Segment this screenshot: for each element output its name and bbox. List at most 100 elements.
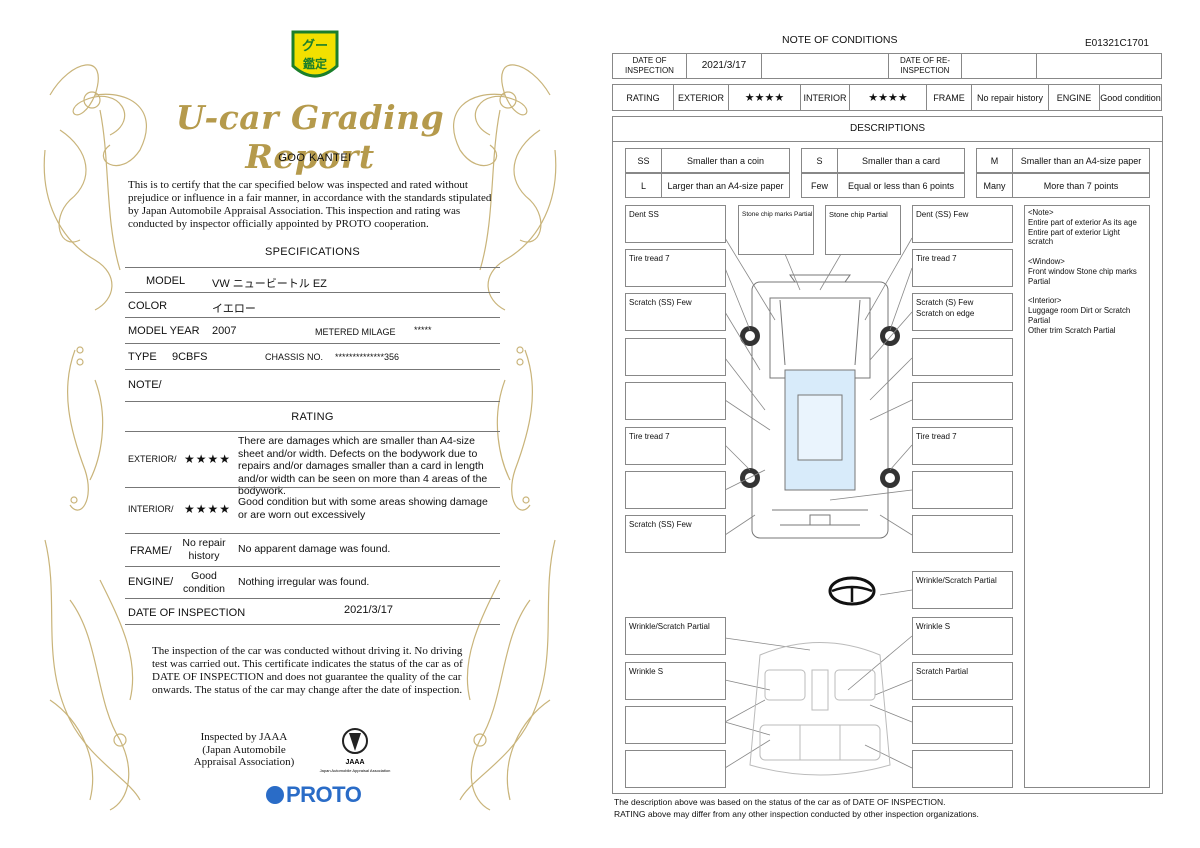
- condition-box: Stone chip Partial: [825, 205, 901, 255]
- type-label: TYPE: [128, 351, 157, 363]
- divider: [125, 487, 500, 488]
- car-top-view-diagram: [740, 274, 900, 539]
- footer-note-line-2: RATING above may differ from any other i…: [614, 809, 979, 819]
- frame-value: No repair history: [971, 84, 1049, 111]
- interior-stars: ★★★★: [849, 84, 927, 111]
- chassis-label: CHASSIS NO.: [265, 352, 324, 362]
- exterior-label: EXTERIOR: [673, 84, 729, 111]
- disclaimer-text: The inspection of the car was conducted …: [152, 645, 463, 696]
- condition-box: [625, 706, 726, 744]
- note-label: NOTE/: [128, 379, 162, 391]
- svg-text:Japan Automobile Appraisal Ass: Japan Automobile Appraisal Association: [320, 768, 391, 773]
- rating-heading: RATING: [291, 411, 334, 423]
- engine-description: Nothing irregular was found.: [238, 576, 370, 588]
- inspected-by-text: Inspected by JAAA (Japan Automobile Appr…: [193, 731, 295, 768]
- condition-box: Scratch (SS) Few: [625, 293, 726, 331]
- rating-label: RATING: [612, 84, 674, 111]
- interior-label: INTERIOR: [800, 84, 850, 111]
- svg-text:グー: グー: [302, 38, 328, 54]
- legend-code: L: [625, 173, 662, 198]
- svg-text:JAAA: JAAA: [345, 759, 364, 766]
- model-year-label: MODEL YEAR: [128, 325, 200, 337]
- legend-text: Smaller than a coin: [661, 148, 790, 173]
- exterior-stars: ★★★★: [184, 452, 232, 466]
- empty-cell: [761, 53, 889, 79]
- svg-text:鑑定: 鑑定: [303, 56, 327, 71]
- legend-text: Equal or less than 6 points: [837, 173, 965, 198]
- legend-text: Larger than an A4-size paper: [661, 173, 790, 198]
- divider: [125, 401, 500, 402]
- model-year-value: 2007: [212, 325, 237, 337]
- specifications-heading: SPECIFICATIONS: [264, 246, 361, 258]
- condition-box: [625, 750, 726, 788]
- condition-box: Tire tread 7: [625, 249, 726, 287]
- gold-ornament-frame: [43, 64, 557, 811]
- footer-note-line-1: The description above was based on the s…: [614, 797, 946, 807]
- report-title: U-car Grading Report: [175, 98, 445, 176]
- engine-value: Good condition: [182, 570, 226, 595]
- frame-label: FRAME: [926, 84, 972, 111]
- legend-code: Few: [801, 173, 838, 198]
- condition-box: [625, 382, 726, 420]
- descriptions-heading: DESCRIPTIONS: [612, 116, 1163, 142]
- exterior-stars: ★★★★: [728, 84, 801, 111]
- grading-certificate: グー 鑑定 U-car Grading Report GOO KANTEI Th…: [43, 28, 557, 811]
- divider: [125, 566, 500, 567]
- steering-wheel-icon: [828, 576, 876, 606]
- condition-box: Wrinkle/Scratch Partial: [912, 571, 1013, 609]
- condition-box: [625, 471, 726, 509]
- condition-box: Dent SS: [625, 205, 726, 243]
- condition-box: Scratch Partial: [912, 662, 1013, 700]
- frame-description: No apparent damage was found.: [238, 543, 391, 555]
- legend-text: More than 7 points: [1012, 173, 1150, 198]
- chassis-value: **************356: [335, 352, 400, 362]
- condition-box: [912, 515, 1013, 553]
- legend-code: S: [801, 148, 838, 173]
- divider: [125, 343, 500, 344]
- car-interior-diagram: [749, 642, 891, 776]
- notes-box: <Note> Entire part of exterior As its ag…: [1024, 205, 1150, 788]
- condition-box: Scratch (S) Few Scratch on edge: [912, 293, 1013, 331]
- empty-cell: [1036, 53, 1162, 79]
- condition-box: Wrinkle S: [912, 617, 1013, 655]
- condition-box: [912, 382, 1013, 420]
- condition-box: Tire tread 7: [912, 427, 1013, 465]
- goo-kantei-badge-logo: グー 鑑定: [289, 28, 341, 88]
- condition-box: Dent (SS) Few: [912, 205, 1013, 243]
- condition-box: [625, 338, 726, 376]
- date-of-reinspection-value: [961, 53, 1037, 79]
- frame-value: No repair history: [182, 537, 226, 562]
- type-value: 9CBFS: [172, 351, 208, 363]
- legend-code: Many: [976, 173, 1013, 198]
- date-of-inspection-value: 2021/3/17: [686, 53, 762, 79]
- divider: [125, 369, 500, 370]
- document-id: E01321C1701: [1085, 38, 1149, 49]
- date-of-inspection-label: DATE OF INSPECTION: [612, 53, 687, 79]
- model-value: VW ニュービートル EZ: [212, 278, 327, 290]
- condition-box: [912, 338, 1013, 376]
- condition-box: Wrinkle/Scratch Partial: [625, 617, 726, 655]
- engine-label: ENGINE/: [128, 576, 174, 588]
- divider: [125, 292, 500, 293]
- model-label: MODEL: [146, 275, 186, 287]
- certification-text: This is to certify that the car specifie…: [128, 179, 492, 230]
- legend-text: Smaller than an A4-size paper: [1012, 148, 1150, 173]
- metered-mileage-value: *****: [414, 325, 432, 335]
- condition-box: Tire tread 7: [625, 427, 726, 465]
- exterior-description: There are damages which are smaller than…: [238, 435, 488, 497]
- condition-box: [912, 750, 1013, 788]
- condition-box: Scratch (SS) Few: [625, 515, 726, 553]
- color-label: COLOR: [128, 300, 168, 312]
- proto-logo: PROTO: [266, 782, 362, 808]
- sheet-title: NOTE OF CONDITIONS: [782, 34, 898, 46]
- divider: [125, 267, 500, 268]
- condition-box: [912, 471, 1013, 509]
- date-of-reinspection-label: DATE OF RE-INSPECTION: [888, 53, 962, 79]
- exterior-label: EXTERIOR/: [128, 454, 177, 464]
- divider: [125, 533, 500, 534]
- divider: [125, 624, 500, 625]
- engine-value: Good condition: [1099, 84, 1162, 111]
- engine-label: ENGINE: [1048, 84, 1100, 111]
- frame-label: FRAME/: [130, 545, 172, 557]
- divider: [125, 317, 500, 318]
